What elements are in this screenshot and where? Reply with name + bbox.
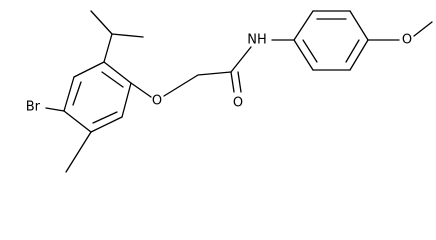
ring-bond bbox=[90, 116, 123, 133]
structure-canvas: Br O O NH O bbox=[26, 10, 433, 173]
methoxy-oxygen-label: O bbox=[402, 33, 412, 48]
ring-bond bbox=[103, 61, 132, 84]
ring-inner-bond bbox=[72, 81, 82, 106]
aryl-ring-left bbox=[63, 61, 132, 133]
methylene-carbonyl-bond bbox=[197, 71, 232, 76]
ring-bond bbox=[73, 61, 105, 78]
carbonyl-nitrogen-bond bbox=[230, 46, 252, 73]
bromo-bond bbox=[45, 107, 65, 112]
carbonyl-oxygen-label: O bbox=[233, 96, 243, 111]
bond bbox=[90, 10, 113, 35]
bond bbox=[111, 33, 144, 38]
isopropyl-group bbox=[90, 10, 144, 63]
ether-oxygen-label: O bbox=[152, 94, 162, 109]
ring-inner-bond bbox=[302, 39, 318, 63]
bond bbox=[103, 33, 113, 63]
molecule-diagram: Br O O NH O bbox=[26, 10, 433, 173]
aryl-ring-right bbox=[293, 10, 369, 71]
ring-bond bbox=[63, 76, 75, 112]
ring-bond bbox=[121, 82, 132, 118]
ring-bond bbox=[293, 10, 314, 41]
amide-nitrogen-label: NH bbox=[247, 33, 267, 48]
carbonyl-double-bond bbox=[237, 71, 242, 93]
ring-bond bbox=[349, 39, 369, 71]
ring-bond bbox=[349, 10, 369, 41]
methyl-bond bbox=[65, 131, 92, 173]
aryl-oxygen-bond bbox=[130, 82, 152, 98]
bromine-label: Br bbox=[26, 100, 41, 115]
carbonyl-double-bond bbox=[230, 71, 235, 93]
ring-inner-bond bbox=[345, 39, 360, 63]
methoxy-methyl-bond bbox=[413, 21, 433, 37]
ring-inner-bond bbox=[101, 71, 124, 88]
ring-bond bbox=[293, 39, 314, 71]
ring-bond bbox=[63, 110, 92, 133]
ring-inner-bond bbox=[92, 111, 118, 124]
oxygen-methylene-bond bbox=[163, 74, 199, 97]
